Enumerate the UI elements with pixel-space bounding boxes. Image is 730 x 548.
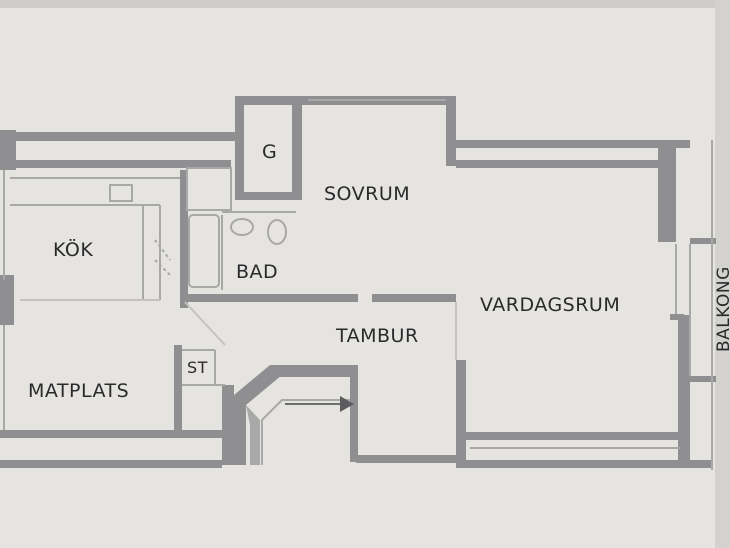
- room-label-tambur: TAMBUR: [336, 325, 419, 347]
- room-label-balkong: BALKONG: [714, 266, 730, 352]
- main-walls: [0, 96, 716, 468]
- entrance-arrow-icon: [285, 396, 354, 412]
- room-label-bad: BAD: [236, 261, 279, 283]
- closet-angle-wall: [234, 365, 282, 465]
- balcony-door-marker: [670, 314, 684, 320]
- room-label-g: G: [262, 141, 278, 163]
- room-label-sovrum: SOVRUM: [324, 183, 411, 205]
- room-label-st: ST: [187, 358, 208, 377]
- thin-lines: [3, 99, 713, 470]
- room-label-matplats: MATPLATS: [28, 380, 130, 402]
- room-label-kok: KÖK: [53, 239, 94, 261]
- room-label-vardagsrum: VARDAGSRUM: [480, 294, 621, 316]
